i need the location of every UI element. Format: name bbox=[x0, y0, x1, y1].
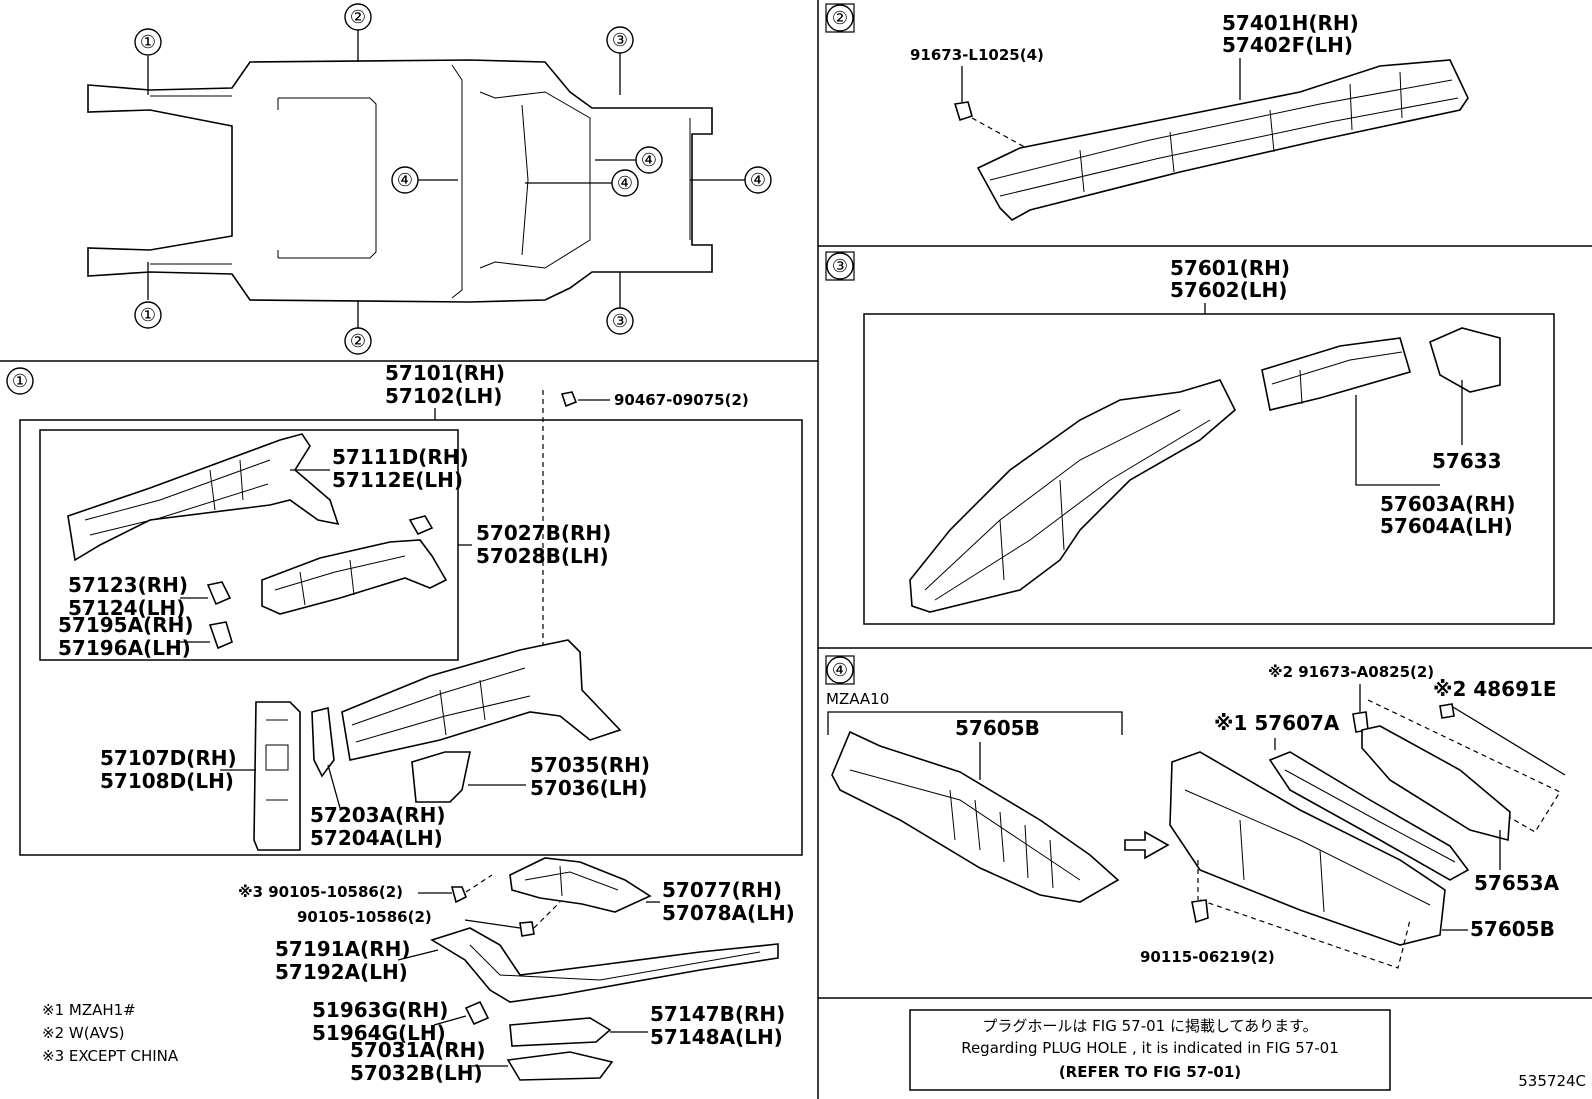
label-57402: 57402F(LH) bbox=[1222, 33, 1353, 57]
section-3-frame bbox=[863, 313, 1555, 625]
notice-jp: プラグホールは FIG 57-01 に掲載してあります。 bbox=[982, 1017, 1317, 1035]
label-57603: 57603A(RH) bbox=[1380, 492, 1515, 516]
label-57192: 57192A(LH) bbox=[275, 960, 408, 984]
label-57195: 57195A(RH) bbox=[58, 613, 193, 637]
label-57203: 57203A(RH) bbox=[310, 803, 445, 827]
callout-4-mid-b: ④ bbox=[617, 173, 633, 194]
label-57605a: 57605B bbox=[955, 716, 1040, 740]
bolt-90105a-icon bbox=[450, 886, 468, 904]
label-51964: 51964G(LH) bbox=[312, 1021, 446, 1045]
bolt-90105b-icon bbox=[519, 921, 535, 937]
callout-4-left: ④ bbox=[397, 170, 413, 191]
label-90105b: 90105-10586(2) bbox=[297, 908, 432, 926]
bolt-90115-icon bbox=[1191, 899, 1209, 924]
label-57607: ※1 57607A bbox=[1214, 711, 1340, 735]
label-57031: 57031A(RH) bbox=[350, 1038, 485, 1062]
label-57601: 57601(RH) bbox=[1170, 256, 1290, 280]
label-57204: 57204A(LH) bbox=[310, 826, 443, 850]
label-90105a: ※3 90105-10586(2) bbox=[238, 883, 403, 901]
label-57032: 57032B(LH) bbox=[350, 1061, 483, 1085]
section-4: ④ MZAA10 57605B ※2 91673-A0825(2) ※2 486… bbox=[825, 655, 1566, 969]
notice-en: Regarding PLUG HOLE , it is indicated in… bbox=[961, 1039, 1339, 1057]
label-model: MZAA10 bbox=[826, 690, 889, 708]
label-91673-a: ※2 91673-A0825(2) bbox=[1268, 663, 1434, 681]
label-57035: 57035(RH) bbox=[530, 753, 650, 777]
notice-box: プラグホールは FIG 57-01 に掲載してあります。 Regarding P… bbox=[909, 1009, 1391, 1091]
section-1-marker: ① bbox=[12, 371, 28, 392]
label-91673-l: 91673-L1025(4) bbox=[910, 46, 1044, 64]
label-57604: 57604A(LH) bbox=[1380, 514, 1513, 538]
part-57195-icon bbox=[208, 621, 233, 650]
callout-4-right: ④ bbox=[750, 170, 766, 191]
label-57196: 57196A(LH) bbox=[58, 636, 191, 660]
part-57123-icon bbox=[206, 581, 232, 606]
note-1: ※1 MZAH1# bbox=[42, 1001, 136, 1019]
label-57124: 57124(LH) bbox=[68, 596, 185, 620]
label-57112: 57112E(LH) bbox=[332, 468, 463, 492]
section-1: ① 57101(RH) 57102(LH) 90467-09075(2) 571… bbox=[6, 361, 803, 856]
label-57078: 57078A(LH) bbox=[662, 901, 795, 925]
label-57102: 57102(LH) bbox=[385, 384, 502, 408]
part-51963-icon bbox=[464, 1000, 490, 1026]
label-57027: 57027B(RH) bbox=[476, 521, 611, 545]
section-2-marker: ② bbox=[832, 8, 848, 29]
section-2: ② 91673-L1025(4) 57401H(RH) 57402F(LH) bbox=[825, 3, 1469, 221]
label-57633: 57633 bbox=[1432, 449, 1502, 473]
label-57148: 57148A(LH) bbox=[650, 1025, 783, 1049]
label-57602: 57602(LH) bbox=[1170, 278, 1287, 302]
label-57107: 57107D(RH) bbox=[100, 746, 237, 770]
label-57123: 57123(RH) bbox=[68, 573, 188, 597]
callout-1-top: ① bbox=[140, 32, 156, 53]
label-57191: 57191A(RH) bbox=[275, 937, 410, 961]
overview-callouts: ① ① ② ② ③ ③ ④ ④ ④ ④ bbox=[134, 3, 772, 355]
label-57028: 57028B(LH) bbox=[476, 544, 609, 568]
note-2: ※2 W(AVS) bbox=[42, 1024, 125, 1042]
section-3: ③ 57601(RH) 57602(LH) 57633 57603A(RH) 5… bbox=[825, 251, 1555, 625]
label-57101: 57101(RH) bbox=[385, 361, 505, 385]
label-57605b: 57605B bbox=[1470, 917, 1555, 941]
callout-3-top: ③ bbox=[612, 30, 628, 51]
note-3: ※3 EXCEPT CHINA bbox=[42, 1047, 179, 1065]
figure-id: 535724C bbox=[1518, 1072, 1586, 1090]
section-4-marker: ④ bbox=[832, 660, 848, 681]
label-90467: 90467-09075(2) bbox=[614, 391, 749, 409]
label-48691: ※2 48691E bbox=[1433, 677, 1557, 701]
label-57108: 57108D(LH) bbox=[100, 769, 234, 793]
callout-2-top: ② bbox=[350, 7, 366, 28]
lower-left-parts: ※3 90105-10586(2) 90105-10586(2) 57077(R… bbox=[42, 857, 795, 1085]
callout-3-bottom: ③ bbox=[612, 311, 628, 332]
label-57036: 57036(LH) bbox=[530, 776, 647, 800]
bolt-90467-icon bbox=[560, 391, 578, 408]
label-51963: 51963G(RH) bbox=[312, 998, 448, 1022]
callout-2-bottom: ② bbox=[350, 331, 366, 352]
callout-1-bottom: ① bbox=[140, 305, 156, 326]
label-57077: 57077(RH) bbox=[662, 878, 782, 902]
label-57653: 57653A bbox=[1474, 871, 1560, 895]
cable-end-icon bbox=[1439, 703, 1455, 719]
label-57147: 57147B(RH) bbox=[650, 1002, 785, 1026]
bolt-91673-l-icon bbox=[953, 101, 973, 122]
label-90115: 90115-06219(2) bbox=[1140, 948, 1275, 966]
section-1-frame bbox=[19, 419, 803, 856]
bracket-small-icon bbox=[408, 515, 434, 536]
notice-ref: (REFER TO FIG 57-01) bbox=[1059, 1063, 1241, 1081]
section-3-marker: ③ bbox=[832, 256, 848, 277]
label-57401: 57401H(RH) bbox=[1222, 11, 1359, 35]
direction-arrow-icon bbox=[1124, 830, 1170, 860]
label-57111: 57111D(RH) bbox=[332, 445, 469, 469]
callout-4-mid-a: ④ bbox=[641, 150, 657, 171]
